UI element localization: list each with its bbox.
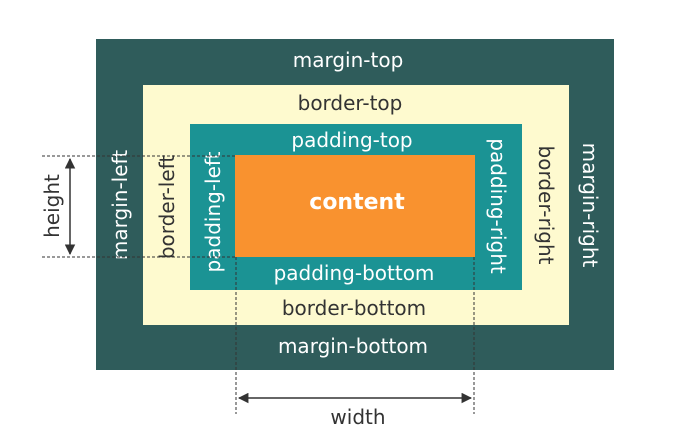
margin-bottom-label: margin-bottom <box>277 334 429 358</box>
border-bottom-label: border-bottom <box>281 296 427 320</box>
height-label: height <box>40 174 64 238</box>
padding-top-label: padding-top <box>291 128 413 152</box>
padding-bottom-label: padding-bottom <box>273 261 435 285</box>
content-area <box>235 155 475 257</box>
margin-top-label: margin-top <box>292 48 404 72</box>
border-top-label: border-top <box>297 91 403 115</box>
width-label: width <box>330 405 386 429</box>
content-label: content <box>309 190 405 215</box>
